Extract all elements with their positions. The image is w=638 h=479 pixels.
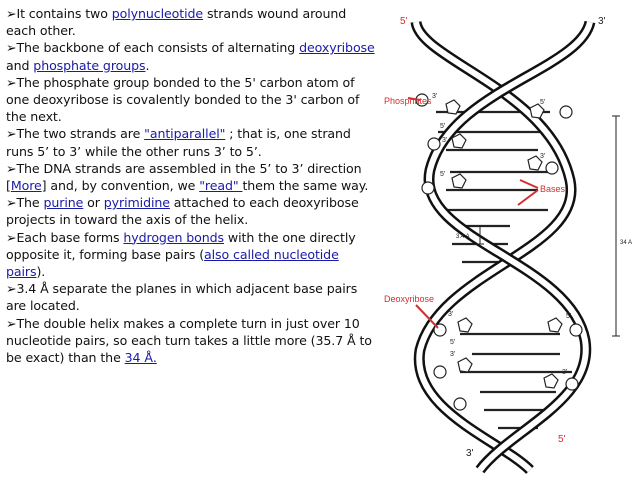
sugar-label: 3' [432, 93, 437, 100]
bullet-arrow-icon: ➢ [6, 281, 17, 297]
sugar-label: 3' [442, 137, 447, 144]
sugar [527, 155, 543, 171]
sugar-label: 3' [540, 153, 545, 160]
sugar [529, 103, 545, 119]
inline-link[interactable]: hydrogen bonds [123, 229, 224, 245]
bullet-paragraph: ➢The backbone of each consists of altern… [6, 39, 378, 73]
bullet-arrow-icon: ➢ [6, 315, 17, 331]
sugar [451, 133, 467, 149]
sugar [547, 317, 563, 333]
sugar [445, 99, 461, 115]
paragraph-text: strands wound around each other. [6, 6, 347, 39]
bullet-paragraph: ➢Each base forms hydrogen bonds with the… [6, 229, 378, 281]
pitch-marker [612, 115, 620, 337]
bullet-paragraph: ➢3.4 Å separate the planes in which adja… [6, 280, 378, 314]
sugar-label: 3' [562, 369, 567, 376]
paragraph-text: Each base forms [16, 229, 124, 245]
deoxyribose-sugars [445, 99, 563, 389]
phosphate [565, 377, 579, 391]
deoxyribose-pointer [415, 304, 439, 329]
pitch-label: 34 A [620, 240, 632, 246]
phosphate [433, 365, 447, 379]
bullet-arrow-icon: ➢ [6, 160, 17, 176]
sugar-label: 5' [566, 313, 571, 320]
sugar-label: 3' [450, 351, 455, 358]
inline-link[interactable]: pyrimidine [103, 195, 170, 211]
paragraph-text: The DNA strands are assembled in the 5’ … [6, 160, 362, 194]
phosphate [421, 181, 435, 195]
phosphate-groups [415, 93, 583, 411]
spacing-marker [476, 225, 484, 245]
paragraph-text: ] and, by convention, we [41, 178, 200, 194]
bullet-arrow-icon: ➢ [6, 126, 17, 142]
paragraph-text: and [6, 57, 34, 73]
paragraph-text: with the one directly opposite it, formi… [6, 229, 356, 262]
strand-end-label: 5' [400, 16, 408, 27]
inline-link[interactable]: phosphate groups [33, 57, 146, 73]
paragraph-text: The backbone of each consists of alterna… [16, 40, 300, 56]
phosphate [569, 323, 583, 337]
paragraph-text: It contains two [16, 6, 112, 21]
inline-link[interactable]: "read" [199, 178, 243, 194]
sugar-label: 5' [450, 339, 455, 346]
paragraph-text: The [16, 195, 44, 211]
phosphate [453, 397, 467, 411]
paragraph-text: The double helix makes a complete turn i… [6, 315, 372, 366]
bullet-paragraph: ➢The purine or pyrimidine attached to ea… [6, 194, 378, 228]
sugar [451, 173, 467, 189]
paragraph-text: . [145, 57, 150, 73]
inline-link[interactable]: deoxyribose [299, 40, 375, 56]
phosphate [559, 105, 573, 119]
inline-link[interactable]: 34 Å. [124, 350, 157, 366]
phosphates-pointer [407, 97, 421, 101]
bullet-paragraph: ➢The two strands are "antiparallel" ; th… [6, 125, 378, 159]
paragraph-text: 3.4 Å separate the planes in which adjac… [6, 281, 358, 314]
bases-label: Bases [540, 184, 566, 194]
inline-link[interactable]: polynucleotide [111, 6, 204, 21]
inline-link[interactable]: also called nucleotide pairs [6, 246, 339, 280]
dna-double-helix-diagram: 3' 5' 3' 5' 5' 3' 3' 3' 5' 5' 3' 5' 3' 3… [380, 0, 638, 479]
inline-link[interactable]: purine [43, 195, 84, 211]
bases-pointer-2 [517, 189, 539, 206]
bases-pointer-1 [519, 179, 539, 189]
phosphate [427, 137, 441, 151]
bullet-paragraph: ➢It contains two polynucleotide strands … [6, 5, 378, 39]
phosphates-label: Phosphates [384, 96, 432, 106]
dna-helix-svg: 3' 5' 3' 5' 5' 3' 3' 3' 5' 5' 3' 5' 3' 3… [384, 16, 632, 475]
deoxyribose-label: Deoxyribose [384, 294, 434, 304]
phosphate [545, 161, 559, 175]
sugar [457, 317, 473, 333]
strand-end-label: 5' [558, 434, 566, 445]
paragraph-text: The two strands are [16, 126, 145, 142]
sugar-label: 5' [440, 123, 445, 130]
sugar-label: 5' [540, 99, 545, 106]
sugar [543, 373, 559, 389]
spacing-label: 3.4 A [456, 234, 470, 240]
bullet-arrow-icon: ➢ [6, 195, 17, 211]
sugar-label: 3' [448, 311, 453, 318]
paragraph-text: The phosphate group bonded to the 5' car… [6, 74, 360, 125]
bullet-arrow-icon: ➢ [6, 40, 17, 56]
inline-link[interactable]: More [10, 178, 42, 194]
sugar-label: 5' [440, 171, 445, 178]
bullet-paragraph: ➢The phosphate group bonded to the 5' ca… [6, 74, 378, 126]
paragraph-text: or [83, 195, 104, 211]
bullet-arrow-icon: ➢ [6, 229, 17, 245]
strand-end-label: 3' [466, 448, 474, 459]
bullet-arrow-icon: ➢ [6, 74, 17, 90]
bullet-arrow-icon: ➢ [6, 6, 17, 21]
paragraph-text: attached to each deoxyribose projects in… [6, 195, 359, 228]
paragraph-text: ; that is, one strand runs 5’ to 3’ whil… [6, 126, 351, 159]
bullet-paragraph: ➢The double helix makes a complete turn … [6, 315, 378, 367]
text-column: ➢It contains two polynucleotide strands … [6, 5, 378, 366]
bullet-paragraph: ➢The DNA strands are assembled in the 5’… [6, 160, 378, 194]
strand-end-label: 3' [598, 16, 606, 27]
paragraph-text: them the same way. [242, 178, 369, 194]
paragraph-text: ). [36, 264, 46, 280]
sugar [457, 357, 473, 373]
inline-link[interactable]: "antiparallel" [144, 126, 226, 142]
sugar-carbon-labels: 3' 5' 3' 5' 5' 3' 3' 3' 5' 5' 3' [432, 93, 571, 376]
